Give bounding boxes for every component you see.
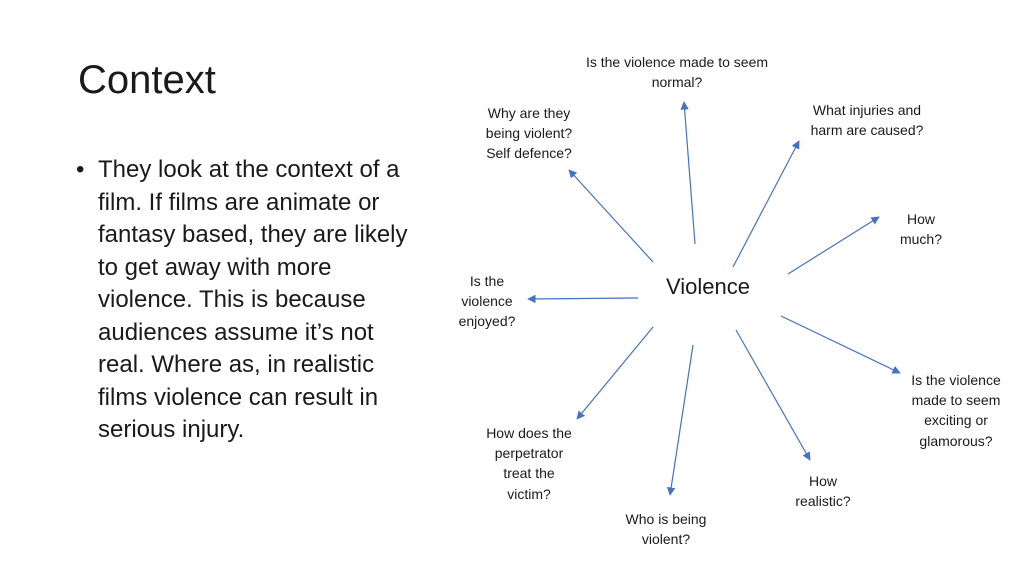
node-exciting: Is the violence made to seem exciting or… — [911, 372, 1001, 449]
arrow-perpetrator — [576, 326, 654, 420]
bullet-list: They look at the context of a film. If f… — [76, 154, 426, 447]
node-injuries: What injuries and harm are caused? — [810, 102, 924, 139]
node-realistic: How realistic? — [795, 473, 851, 510]
arrow-realistic — [735, 329, 811, 461]
arrow-exciting — [780, 315, 901, 374]
node-how-much: How much? — [899, 211, 943, 248]
node-enjoyed: Is the violence enjoyed? — [458, 273, 516, 330]
arrow-injuries — [732, 140, 800, 268]
arrow-enjoyed — [527, 294, 639, 304]
arrow-normal — [680, 101, 696, 245]
bullet-item: They look at the context of a film. If f… — [76, 154, 426, 447]
arrow-who — [666, 344, 694, 496]
node-perpetrator: How does the perpetrator treat the victi… — [486, 425, 572, 502]
slide-title: Context — [78, 58, 216, 102]
arrow-why — [568, 169, 654, 263]
node-who: Who is being violent? — [625, 511, 707, 548]
diagram-center-label: Violence — [666, 274, 750, 299]
arrow-how-much — [787, 216, 880, 275]
node-why: Why are they being violent? Self defence… — [485, 105, 573, 162]
node-normal: Is the violence made to seem normal? — [585, 54, 769, 91]
